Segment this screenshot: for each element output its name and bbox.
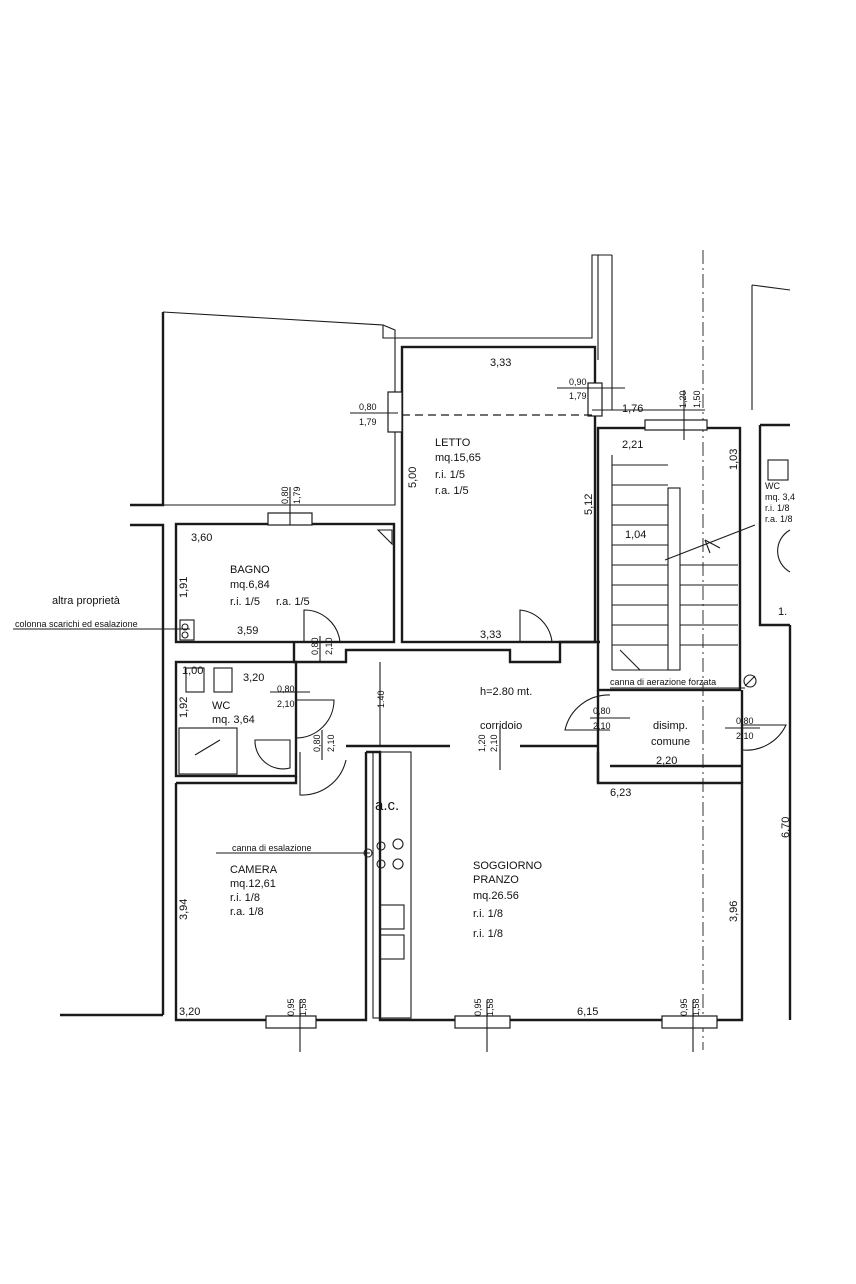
dim-label: 2,21 xyxy=(622,439,643,451)
room-ri: r.i. 1/8 xyxy=(230,892,260,904)
dim-label: 1,50 xyxy=(692,390,702,408)
note-canna-aerazione: canna di aerazione forzata xyxy=(610,677,716,687)
dim-label: 3,94 xyxy=(178,899,190,920)
room-name: SOGGIORNO xyxy=(473,860,543,872)
dim-label: 1,04 xyxy=(625,529,646,541)
dim-label: 1,00 xyxy=(182,665,203,677)
dim-label: 0,80 xyxy=(277,684,295,694)
dim-label: 0,80 xyxy=(593,706,611,716)
room-area: mq. 3,64 xyxy=(212,714,255,726)
dim-label: 3,33 xyxy=(480,629,501,641)
dim-label: 0,80 xyxy=(312,734,322,752)
kitchen-counter xyxy=(363,751,412,1019)
dim-label: 2,10 xyxy=(736,731,754,741)
dim-label: 6,15 xyxy=(577,1006,598,1018)
room-name: CAMERA xyxy=(230,864,278,876)
dim-label: 1,79 xyxy=(359,417,377,427)
room-name: BAGNO xyxy=(230,564,270,576)
dim-label: 1,58 xyxy=(691,998,701,1016)
dim-label: 2,10 xyxy=(593,721,611,731)
dim-label: 2,20 xyxy=(656,755,677,767)
dim-label: 3,20 xyxy=(179,1006,200,1018)
dim-label: 3,33 xyxy=(490,357,511,369)
dim-label: 2,10 xyxy=(326,734,336,752)
note-altra-proprieta: altra proprietà xyxy=(52,595,121,607)
dim-label: 3,20 xyxy=(243,672,264,684)
room-ra: r.a. 1/5 xyxy=(276,596,310,608)
dim-label: 5,00 xyxy=(407,467,419,488)
dim-label: 0,80 xyxy=(280,486,290,504)
room-area: mq.26.56 xyxy=(473,890,519,902)
room-bagno: BAGNO mq.6,84 r.i. 1/5 r.a. 1/5 xyxy=(230,564,310,608)
dim-label: 1,03 xyxy=(728,449,740,470)
room-ri-2: r.i. 1/8 xyxy=(473,928,503,940)
dim-label: 3,59 xyxy=(237,625,258,637)
dim-label: 0,95 xyxy=(473,998,483,1016)
dim-label: 3,60 xyxy=(191,532,212,544)
dimension-labels: 3,33 0,90 1,79 0,80 1,79 1,76 1,20 1,50 … xyxy=(178,357,792,1018)
note-colonna-scarichi: colonna scarichi ed esalazione xyxy=(15,619,138,629)
room-area: mq.15,65 xyxy=(435,452,481,464)
dim-label: 1,58 xyxy=(298,998,308,1016)
room-name-2: comune xyxy=(651,736,690,748)
dim-label: 0,95 xyxy=(679,998,689,1016)
stairs xyxy=(611,455,756,671)
room-name-2: PRANZO xyxy=(473,874,519,886)
dim-label: 0,90 xyxy=(569,377,587,387)
dim-label: 1,76 xyxy=(622,403,643,415)
room-wc-neighbour: WC mq. 3,4 r.i. 1/8 r.a. 1/8 xyxy=(765,481,795,524)
dim-label: 1,92 xyxy=(178,697,190,718)
fixtures xyxy=(178,459,791,775)
room-ri: r.i. 1/5 xyxy=(435,469,465,481)
room-name: WC xyxy=(765,481,780,491)
dim-label: 1,20 xyxy=(477,734,487,752)
dim-label: 6,23 xyxy=(610,787,631,799)
room-camera: CAMERA mq.12,61 r.i. 1/8 r.a. 1/8 xyxy=(230,864,278,918)
windows xyxy=(265,382,718,1029)
room-name: disimp. xyxy=(653,720,688,732)
room-ri: r.i. 1/5 xyxy=(230,596,260,608)
dim-label: 2,10 xyxy=(277,699,295,709)
dim-label: 0,95 xyxy=(286,998,296,1016)
note-angolo-cottura: a.c. xyxy=(375,797,399,814)
notes: altra proprietà colonna scarichi ed esal… xyxy=(15,595,716,853)
dim-label: 1,20 xyxy=(678,390,688,408)
interior-walls xyxy=(174,345,790,1022)
room-name: LETTO xyxy=(435,437,471,449)
room-ri: r.i. 1/8 xyxy=(473,908,503,920)
dim-label: 5,12 xyxy=(583,494,595,515)
room-name: corridoio xyxy=(480,720,522,732)
dim-label: 2,10 xyxy=(489,734,499,752)
doors xyxy=(295,609,787,796)
room-corridoio: h=2.80 mt. corridoio xyxy=(480,686,532,732)
room-wc: WC mq. 3,64 xyxy=(212,700,255,726)
dim-label: 0,80 xyxy=(359,402,377,412)
dim-label: 6,70 xyxy=(780,817,792,838)
room-area: mq.6,84 xyxy=(230,579,270,591)
dim-label: 0,80 xyxy=(736,716,754,726)
room-ra: r.a. 1/8 xyxy=(230,906,264,918)
room-ra: r.a. 1/8 xyxy=(765,514,793,524)
dim-label: 2,10 xyxy=(324,637,334,655)
room-height: h=2.80 mt. xyxy=(480,686,532,698)
room-ri: r.i. 1/8 xyxy=(765,503,790,513)
dim-label: 1,58 xyxy=(485,998,495,1016)
room-disimp: disimp. comune xyxy=(651,720,690,748)
room-soggiorno: SOGGIORNO PRANZO mq.26.56 r.i. 1/8 r.i. … xyxy=(473,860,543,940)
dim-label: 1. xyxy=(778,606,787,618)
dim-label: 1,79 xyxy=(292,486,302,504)
room-area: mq.12,61 xyxy=(230,878,276,890)
room-ra: r.a. 1/5 xyxy=(435,485,469,497)
dim-label: 3,96 xyxy=(728,901,740,922)
note-canna-esalazione: canna di esalazione xyxy=(232,843,312,853)
dim-label: 1.40 xyxy=(376,690,386,708)
dimension-lines xyxy=(13,387,760,1052)
room-letto: LETTO mq.15,65 r.i. 1/5 r.a. 1/5 xyxy=(435,437,481,497)
dim-label: 1,91 xyxy=(178,577,190,598)
dim-label: 1,79 xyxy=(569,391,587,401)
dim-label: 0,80 xyxy=(310,637,320,655)
room-name: WC xyxy=(212,700,230,712)
room-area: mq. 3,4 xyxy=(765,492,795,502)
